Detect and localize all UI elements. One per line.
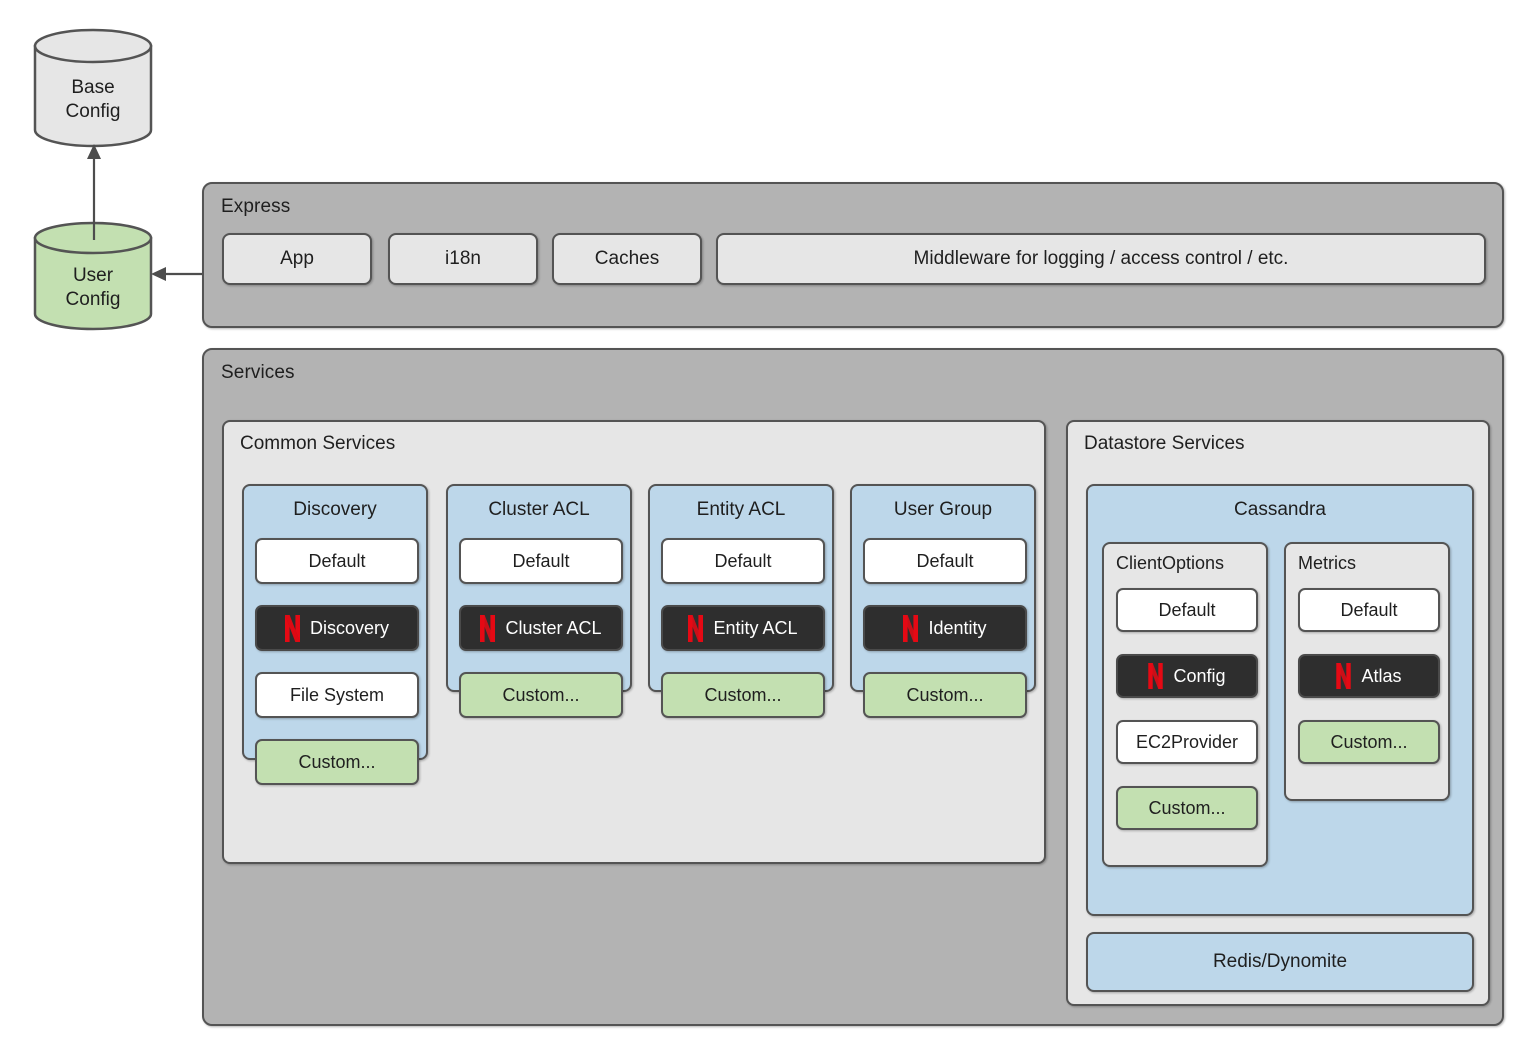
option-metrics-custom-label: Custom... (1330, 731, 1408, 752)
user-config-datastore: User Config (33, 221, 153, 332)
service-card-cluster-acl: Cluster ACL Default Cluster ACL Custom..… (446, 484, 632, 718)
express-item-app[interactable]: App (222, 233, 372, 285)
cassandra-subgroup-metrics: Metrics Default Atlas Custom. (1284, 542, 1450, 801)
option-entity-acl-default-label: Default (714, 550, 772, 571)
datastore-card-redis-dynomite-title: Redis/Dynomite (1212, 951, 1348, 972)
option-metrics-atlas[interactable]: Atlas (1298, 654, 1440, 698)
option-metrics-atlas-label: Atlas (1361, 665, 1402, 686)
service-card-entity-acl: Entity ACL Default Entity ACL Custom... (648, 484, 834, 718)
option-cluster-acl-default[interactable]: Default (459, 538, 623, 584)
netflix-logo-icon (284, 614, 300, 642)
express-item-caches-label: Caches (594, 248, 660, 269)
base-config-label: Base Config (33, 76, 153, 124)
option-user-group-identity[interactable]: Identity (863, 605, 1027, 651)
express-item-middleware-label: Middleware for logging / access control … (913, 248, 1289, 269)
common-services-subgroup: Common Services Discovery Default Discov… (222, 420, 1046, 864)
option-discovery-netflix-discovery[interactable]: Discovery (255, 605, 419, 651)
netflix-logo-icon (903, 614, 919, 642)
option-discovery-file-system[interactable]: File System (255, 672, 419, 718)
netflix-logo-icon (688, 614, 704, 642)
option-entity-acl-custom-label: Custom... (704, 684, 782, 705)
option-entity-acl-netflix[interactable]: Entity ACL (661, 605, 825, 651)
express-item-app-label: App (280, 248, 314, 269)
express-item-i18n-label: i18n (445, 248, 481, 269)
services-group: Services Common Services Discovery Defau… (202, 348, 1504, 1026)
express-group: Express App i18n Caches Middleware for l… (202, 182, 1504, 328)
service-card-discovery-title: Discovery (293, 499, 377, 520)
user-config-label-line2: Config (65, 289, 121, 310)
option-discovery-netflix-discovery-label: Discovery (309, 617, 389, 638)
service-card-entity-acl-title: Entity ACL (696, 499, 786, 520)
option-clientoptions-config[interactable]: Config (1116, 654, 1258, 698)
express-item-i18n[interactable]: i18n (388, 233, 538, 285)
option-metrics-default-label: Default (1340, 599, 1398, 620)
option-entity-acl-default[interactable]: Default (661, 538, 825, 584)
service-card-discovery: Discovery Default Discovery File System (242, 484, 428, 785)
option-entity-acl-custom[interactable]: Custom... (661, 672, 825, 718)
option-cluster-acl-netflix[interactable]: Cluster ACL (459, 605, 623, 651)
option-user-group-default[interactable]: Default (863, 538, 1027, 584)
option-cluster-acl-netflix-label: Cluster ACL (505, 617, 602, 638)
option-cluster-acl-custom-label: Custom... (502, 684, 580, 705)
option-user-group-custom-label: Custom... (906, 684, 984, 705)
cassandra-subgroup-clientoptions-label: ClientOptions (1116, 553, 1225, 573)
services-group-label: Services (221, 362, 295, 383)
option-user-group-default-label: Default (916, 550, 974, 571)
option-entity-acl-netflix-label: Entity ACL (713, 617, 798, 638)
cassandra-subgroup-clientoptions: ClientOptions Default Config (1102, 542, 1268, 867)
option-clientoptions-ec2provider[interactable]: EC2Provider (1116, 720, 1258, 764)
option-metrics-custom[interactable]: Custom... (1298, 720, 1440, 764)
express-item-middleware[interactable]: Middleware for logging / access control … (716, 233, 1486, 285)
option-clientoptions-default[interactable]: Default (1116, 588, 1258, 632)
base-config-label-line2: Config (65, 101, 121, 122)
service-card-user-group: User Group Default Identity Custom... (850, 484, 1036, 718)
option-user-group-identity-label: Identity (928, 617, 987, 638)
option-discovery-default[interactable]: Default (255, 538, 419, 584)
option-cluster-acl-default-label: Default (512, 550, 570, 571)
user-config-label-line1: User (72, 265, 114, 286)
datastore-card-cassandra: Cassandra ClientOptions Default Con (1086, 484, 1474, 916)
option-cluster-acl-custom[interactable]: Custom... (459, 672, 623, 718)
netflix-logo-icon (1336, 662, 1352, 690)
option-clientoptions-custom-label: Custom... (1148, 797, 1226, 818)
option-clientoptions-config-label: Config (1173, 665, 1226, 686)
user-config-label: User Config (33, 264, 153, 312)
option-metrics-default[interactable]: Default (1298, 588, 1440, 632)
datastore-services-subgroup: Datastore Services Cassandra ClientOptio… (1066, 420, 1490, 1006)
option-clientoptions-ec2provider-label: EC2Provider (1135, 731, 1239, 752)
option-clientoptions-default-label: Default (1158, 599, 1216, 620)
datastore-card-cassandra-title: Cassandra (1234, 499, 1326, 520)
option-clientoptions-custom[interactable]: Custom... (1116, 786, 1258, 830)
cassandra-subgroup-metrics-label: Metrics (1298, 553, 1356, 573)
netflix-logo-icon (1148, 662, 1164, 690)
option-discovery-default-label: Default (308, 550, 366, 571)
express-group-label: Express (221, 196, 291, 217)
option-discovery-file-system-label: File System (289, 684, 385, 705)
base-config-datastore: Base Config (33, 28, 153, 148)
service-card-user-group-title: User Group (893, 499, 993, 520)
express-item-caches[interactable]: Caches (552, 233, 702, 285)
datastore-services-label: Datastore Services (1084, 433, 1245, 454)
datastore-card-redis-dynomite: Redis/Dynomite (1086, 932, 1474, 992)
base-config-label-line1: Base (71, 77, 115, 98)
option-discovery-custom[interactable]: Custom... (255, 739, 419, 785)
option-discovery-custom-label: Custom... (298, 751, 376, 772)
option-user-group-custom[interactable]: Custom... (863, 672, 1027, 718)
netflix-logo-icon (480, 614, 496, 642)
common-services-label: Common Services (240, 433, 396, 454)
service-card-cluster-acl-title: Cluster ACL (488, 499, 590, 520)
